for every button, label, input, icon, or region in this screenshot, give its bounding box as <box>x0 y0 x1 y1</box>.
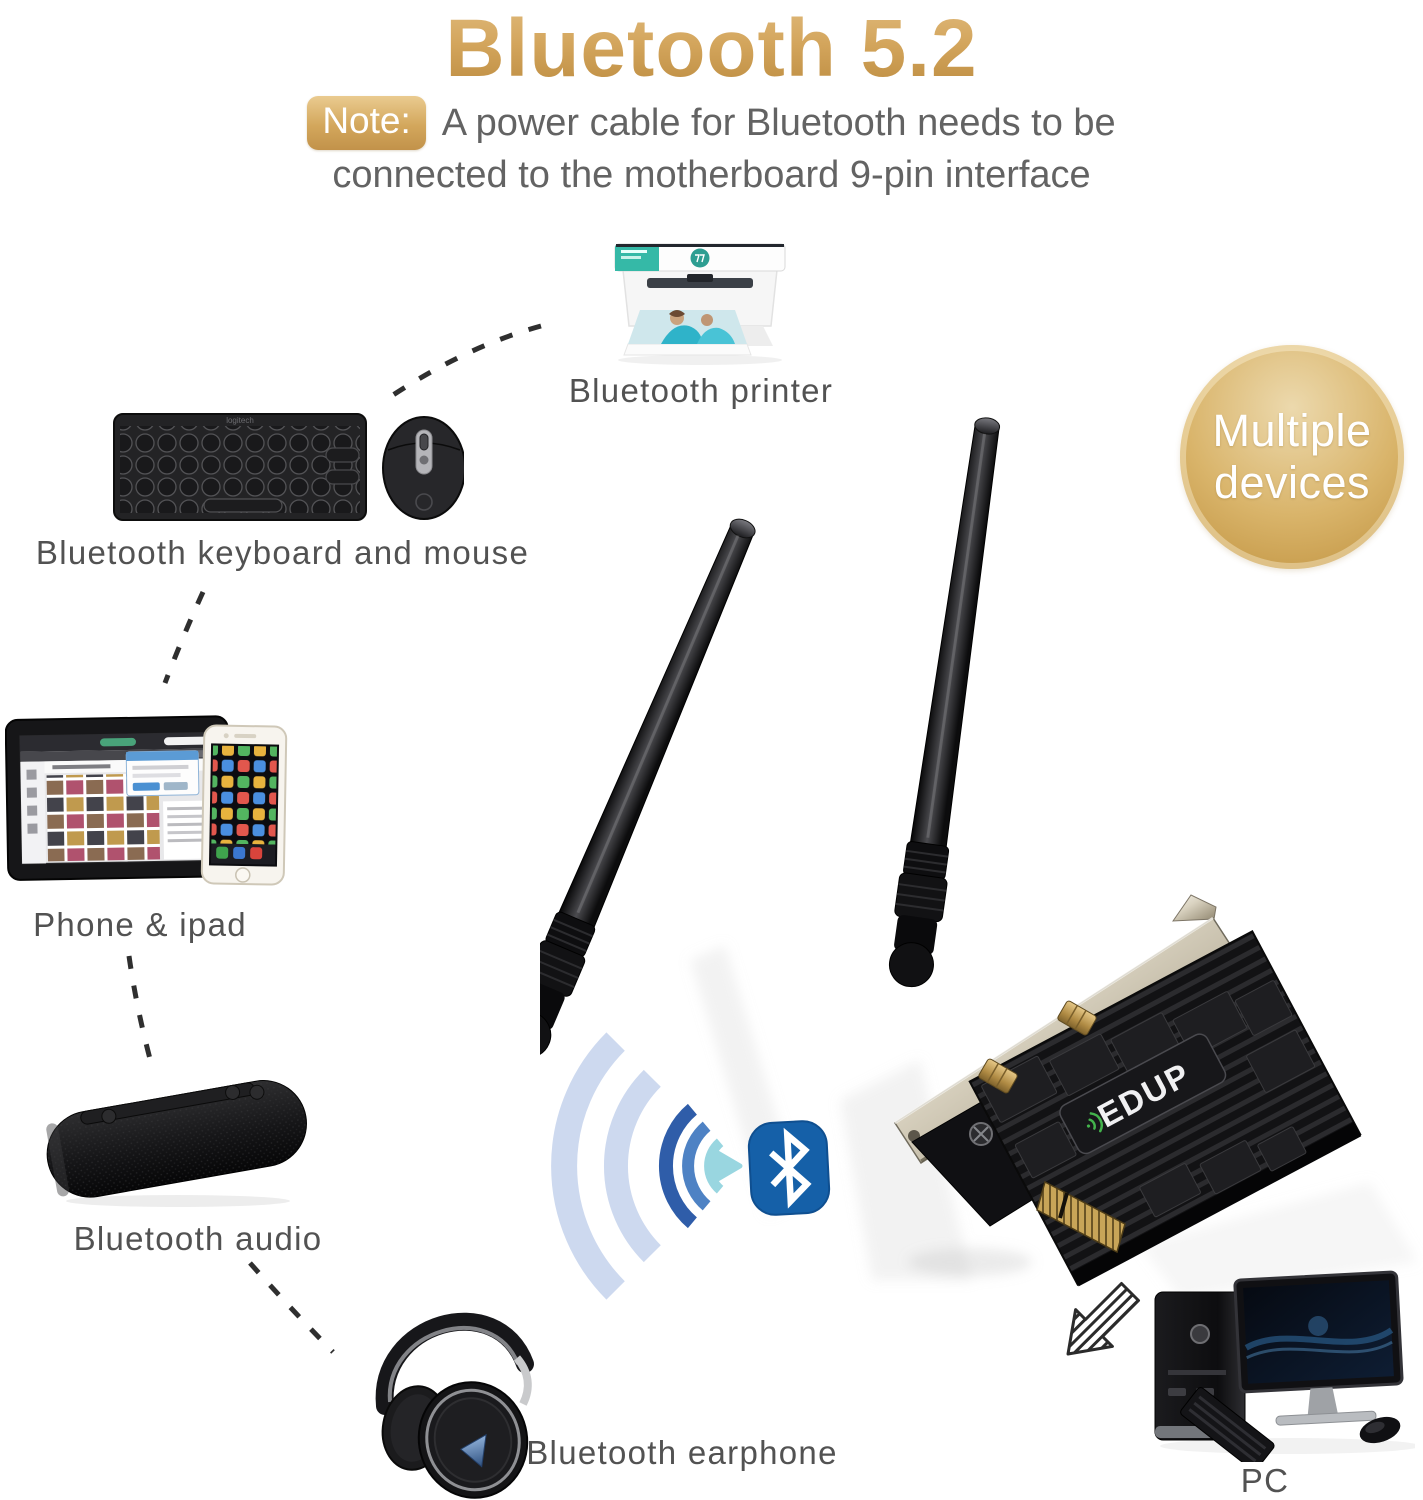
pc-keyboard <box>1180 1387 1275 1462</box>
keyboard-mouse-label: Bluetooth keyboard and mouse <box>35 534 530 571</box>
reflections <box>690 945 1418 1298</box>
note-line2: connected to the motherboard 9-pin inter… <box>332 154 1091 196</box>
sma-connector-right <box>1057 1000 1097 1036</box>
pcb-edge <box>911 1089 1081 1227</box>
bluetooth-logo-icon <box>747 1120 831 1216</box>
signal-waves-icon <box>551 1032 743 1300</box>
pc-mouse <box>1359 1416 1401 1444</box>
ipad-icon <box>5 715 232 881</box>
pcie-connector <box>1036 1180 1126 1254</box>
multiple-devices-line2: devices <box>1213 457 1371 508</box>
note-block: Note: A power cable for Bluetooth needs … <box>0 96 1423 200</box>
note-line1: A power cable for Bluetooth needs to be <box>441 102 1116 144</box>
ear-cup-back <box>381 1385 449 1471</box>
bracket-screw <box>969 1122 993 1146</box>
sma-connector-left <box>978 1058 1018 1094</box>
speaker-icon <box>46 1080 307 1207</box>
keyboard-mouse-icon: logitech <box>113 413 464 521</box>
multiple-devices-badge: Multiple devices <box>1180 345 1404 569</box>
heatsink: EDUP <box>968 929 1362 1287</box>
printed-photo <box>628 310 747 344</box>
antenna-left <box>540 518 756 1059</box>
mouse-icon <box>382 416 464 520</box>
pc-monitor <box>1233 1270 1404 1426</box>
ipad-popup <box>125 750 200 797</box>
edup-wifi-icon <box>1086 1112 1103 1133</box>
mounting-bracket <box>893 894 1241 1165</box>
pc-icon <box>1066 1270 1415 1462</box>
pc-label: PC <box>1240 1462 1290 1499</box>
printer-label: Bluetooth printer <box>568 372 834 409</box>
note-badge: Note: <box>307 96 426 150</box>
phone-ipad-icon <box>5 715 288 886</box>
dashed-line-speaker-earphone <box>248 1261 335 1354</box>
iphone-icon <box>200 724 288 886</box>
pc-tower <box>1154 1291 1246 1441</box>
printer-icon <box>614 243 786 365</box>
edup-brand-text: EDUP <box>1091 1055 1196 1134</box>
keyboard-brand-text: logitech <box>226 416 254 425</box>
audio-label: Bluetooth audio <box>73 1220 323 1257</box>
antenna-right <box>888 417 1001 988</box>
hp-logo-icon <box>690 248 710 268</box>
earphone-label: Bluetooth earphone <box>526 1434 838 1471</box>
page-title: Bluetooth 5.2 <box>0 2 1423 96</box>
dashed-line-keyboard-phone <box>162 590 206 684</box>
dashed-line-phone-speaker <box>126 955 156 1071</box>
multiple-devices-line1: Multiple <box>1212 405 1372 456</box>
phone-ipad-label: Phone & ipad <box>33 906 247 943</box>
arrow-icon <box>1066 1282 1140 1356</box>
edup-label: EDUP <box>1059 1033 1227 1155</box>
bluetooth-rune <box>769 1127 812 1209</box>
